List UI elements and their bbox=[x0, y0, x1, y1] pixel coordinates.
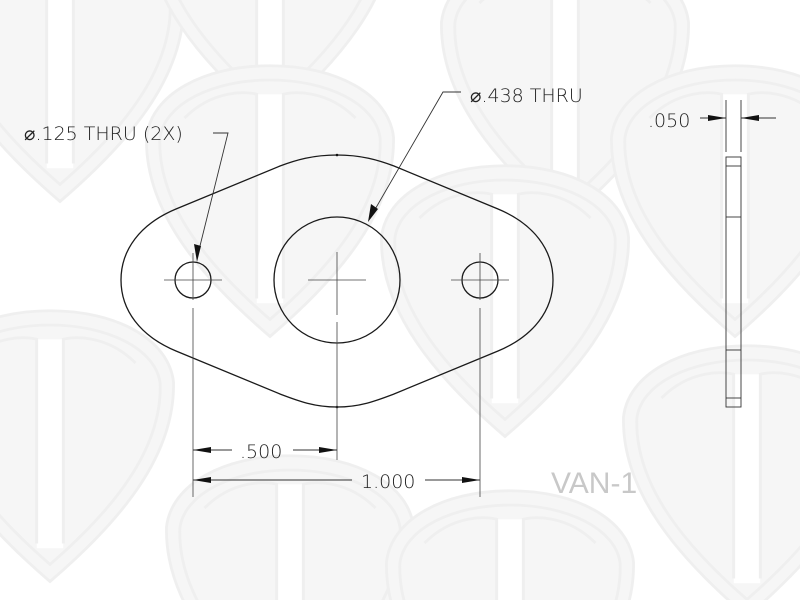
hole-spacing-dimension: 1.000 bbox=[193, 471, 480, 493]
part-number: VAN-1 bbox=[551, 467, 637, 500]
small-hole-callout: ⌀.125 THRU (2X) bbox=[24, 123, 229, 262]
shield-logo-icon bbox=[622, 344, 800, 600]
hole-spacing-value: 1.000 bbox=[361, 471, 415, 493]
shield-logo-icon bbox=[610, 64, 800, 338]
small-hole-callout-text: ⌀.125 THRU (2X) bbox=[24, 123, 183, 145]
half-spacing-value: .500 bbox=[240, 441, 282, 463]
center-marks bbox=[164, 252, 509, 497]
shield-logo-icon bbox=[0, 309, 175, 583]
center-hole-callout: ⌀.438 THRU bbox=[368, 85, 583, 222]
side-view-profile bbox=[725, 156, 742, 408]
front-view bbox=[120, 153, 554, 497]
thickness-dimension: .050 bbox=[648, 110, 776, 132]
thickness-value: .050 bbox=[648, 110, 690, 132]
shield-logo-icon bbox=[385, 489, 635, 600]
shield-logo-icon bbox=[380, 164, 630, 438]
center-hole-callout-text: ⌀.438 THRU bbox=[470, 85, 583, 107]
side-view bbox=[725, 100, 742, 408]
half-spacing-dimension: .500 bbox=[193, 441, 337, 463]
